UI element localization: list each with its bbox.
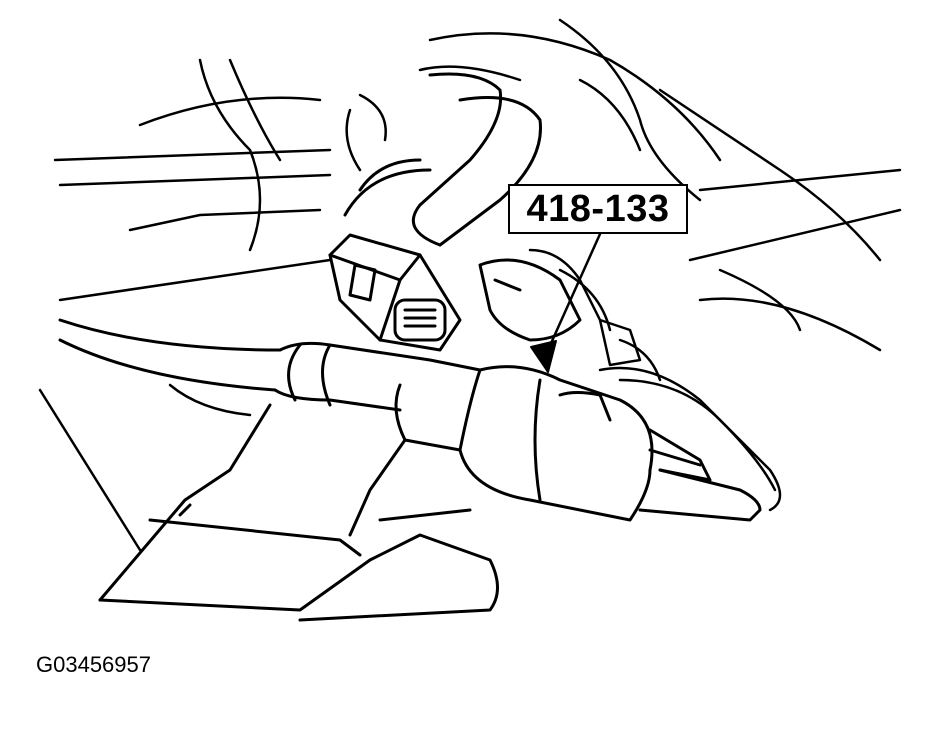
background-structure [38, 18, 902, 552]
figure-id: G03456957 [36, 652, 151, 677]
tool-418-133 [478, 258, 582, 342]
callout-leader [530, 232, 602, 373]
fuel-line-assembly [58, 318, 762, 522]
wire-harness [528, 248, 782, 512]
arrow-head-icon [530, 340, 557, 373]
lower-bracket [98, 403, 499, 622]
upper-hose [343, 72, 542, 247]
electrical-connector [328, 233, 462, 352]
tool-callout-label: 418-133 [508, 184, 688, 234]
